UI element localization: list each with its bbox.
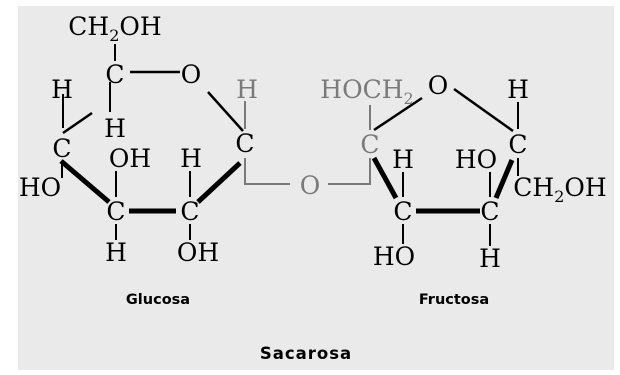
fructose-c3-h-label: H	[392, 145, 414, 174]
fructose-c4-h-label: H	[479, 244, 501, 273]
glucose-c5-label: C	[105, 60, 124, 89]
bond-glucose-c1-ring-o	[207, 91, 244, 132]
sucrose-structure-svg: CH2OH C O H H C OH H HO C C H OH H C O H…	[18, 6, 614, 370]
captions: Glucosa Fructosa Sacarosa	[126, 292, 489, 363]
bond-fructose-c4-c5-wedge	[493, 159, 515, 199]
fructose-caption: Fructosa	[419, 292, 489, 308]
sucrose-diagram-panel: CH2OH C O H H C OH H HO C C H OH H C O H…	[18, 6, 614, 370]
glucose-c1-h-label: H	[236, 75, 258, 104]
bond-fructose-c2-ring-o	[373, 96, 423, 132]
panel-background	[18, 6, 614, 370]
fructose-c5-ch2oh-label: CH2OH	[513, 173, 606, 206]
sucrose-caption: Sacarosa	[260, 344, 352, 363]
glucose-c2-label: C	[180, 197, 199, 226]
bond-glycosidic-o-fructose-c2	[328, 158, 371, 185]
glucose-c4-ho-label: HO	[19, 173, 61, 202]
glucose-ch2oh-label: CH2OH	[68, 12, 161, 45]
fructose-hoch2-label: HOCH2	[320, 75, 413, 108]
glycosidic-oxygen-label: O	[300, 171, 321, 200]
glucose-ring-oxygen-label: O	[181, 60, 202, 89]
fructose-c2-label: C	[360, 130, 379, 159]
glucose-c3-label: C	[106, 197, 125, 226]
bond-glucose-c5-c4	[62, 111, 93, 135]
glucose-c5-h-label: H	[104, 114, 126, 143]
fructose-c3-ho-label: HO	[373, 242, 415, 271]
glucose-c3-h-label: H	[105, 238, 127, 267]
fructose-c3-label: C	[393, 197, 412, 226]
fructose-ring-oxygen-label: O	[428, 71, 449, 100]
glucose-caption: Glucosa	[126, 292, 190, 308]
glucose-c4-label: C	[52, 134, 71, 163]
glucose-c4-h-label: H	[51, 75, 73, 104]
bonds	[59, 44, 519, 246]
bond-glucose-c2-c1-wedge	[196, 161, 242, 204]
fructose-c4-ho-label: HO	[455, 145, 497, 174]
fructose-c5-label: C	[508, 130, 527, 159]
glucose-c2-oh-label: OH	[177, 238, 219, 267]
glucose-c1-label: C	[235, 129, 254, 158]
fructose-c5-h-label: H	[507, 75, 529, 104]
glucose-c3-oh-label: OH	[109, 144, 151, 173]
atom-labels: CH2OH C O H H C OH H HO C C H OH H C O H…	[19, 12, 607, 273]
bond-fructose-ring-o-c5	[453, 87, 514, 133]
bond-glucose-c1-glycosidic-o	[244, 158, 290, 185]
bond-fructose-c2-c3-wedge	[371, 156, 399, 200]
glucose-c2-h-label: H	[180, 144, 202, 173]
bond-glucose-c4-c3-wedge	[59, 159, 111, 204]
fructose-c4-label: C	[480, 197, 499, 226]
